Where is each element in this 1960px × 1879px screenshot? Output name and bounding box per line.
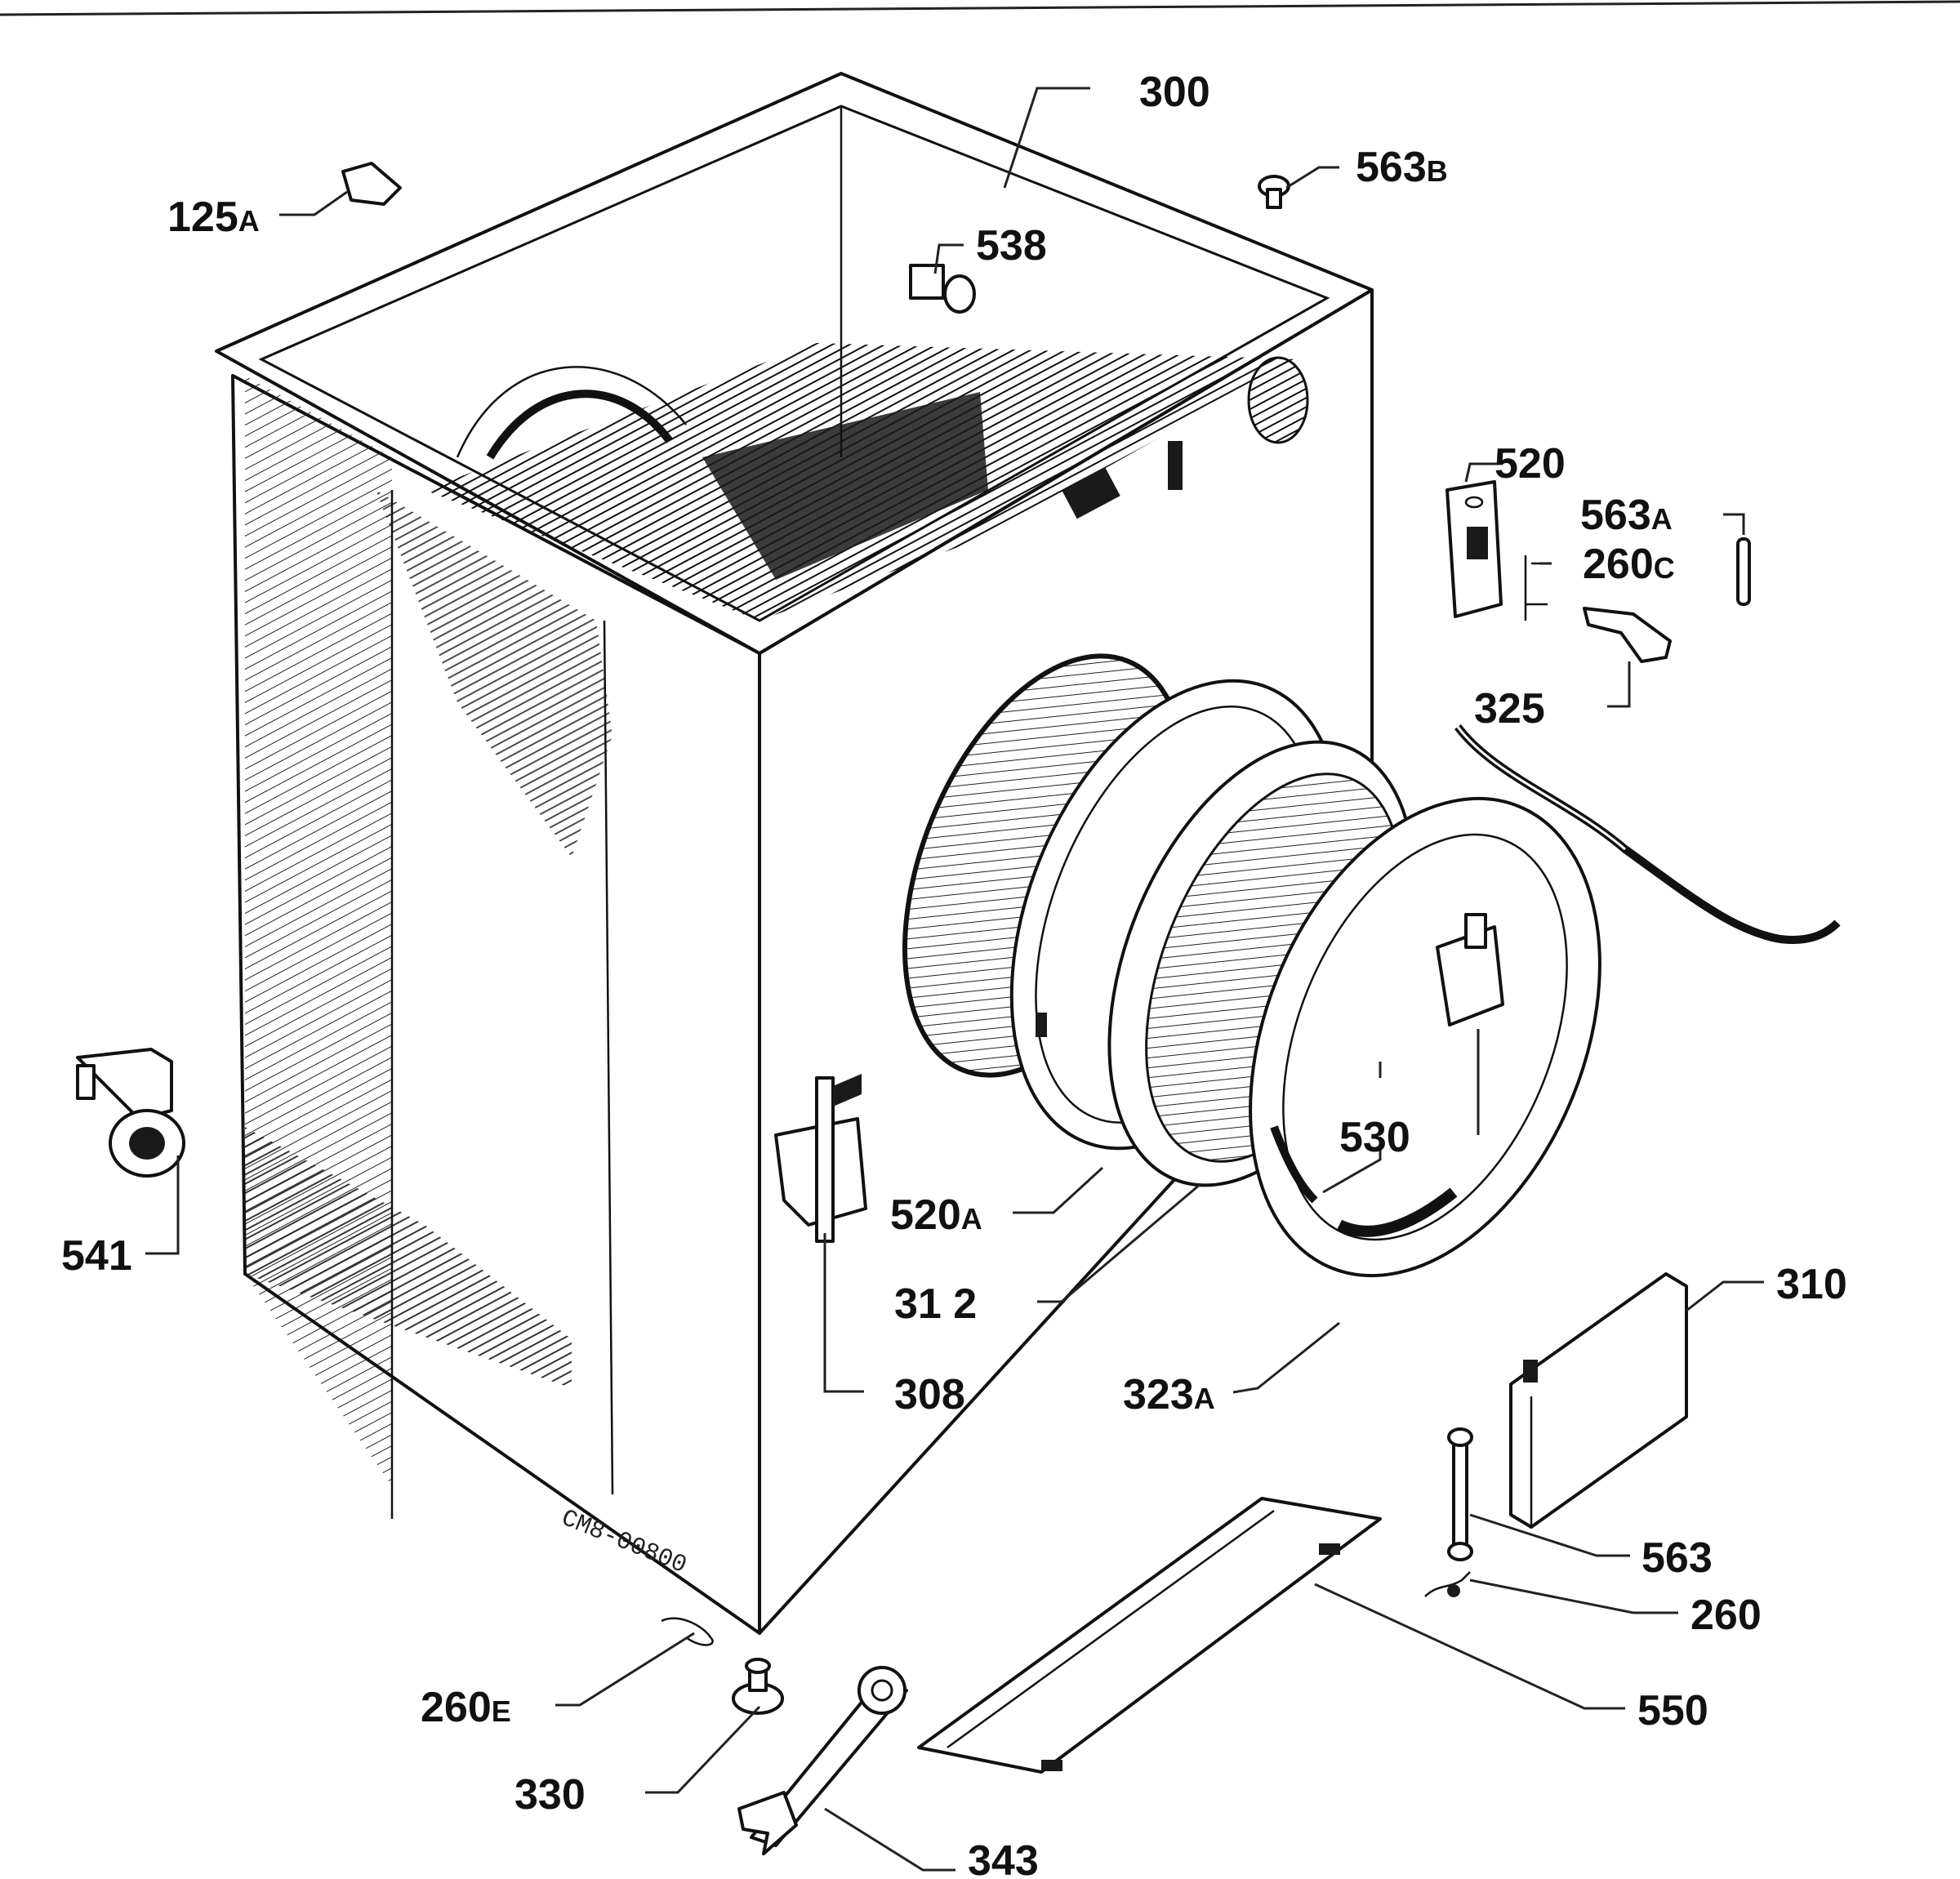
spanner-tool [737, 1666, 908, 1855]
plinth-bar [917, 1497, 1382, 1774]
hinge-pin [1447, 1427, 1473, 1561]
label-541: 541 [61, 1232, 132, 1280]
label-310: 310 [1776, 1261, 1847, 1308]
clip-260e [661, 1617, 714, 1646]
label-530: 530 [1339, 1114, 1410, 1161]
top-border-line [0, 0, 1960, 16]
label-308: 308 [894, 1371, 965, 1418]
catch-spring [1524, 555, 1552, 621]
inlet-valve [76, 1048, 185, 1178]
label-520a: 520A [890, 1191, 982, 1239]
label-563a: 563A [1580, 492, 1673, 539]
filter-cover [1509, 1272, 1688, 1529]
label-343: 343 [968, 1837, 1039, 1879]
grommet-538 [909, 264, 976, 314]
label-325: 325 [1474, 685, 1545, 732]
label-260e: 260E [421, 1684, 511, 1731]
catch-pin [1736, 537, 1751, 606]
label-550: 550 [1637, 1687, 1708, 1734]
label-260: 260 [1690, 1592, 1762, 1639]
screw-563b [1258, 175, 1290, 209]
label-312: 31 2 [894, 1280, 977, 1328]
label-125a: 125A [167, 194, 260, 241]
door-catch [1446, 480, 1503, 618]
door-frame [1249, 796, 1601, 1278]
label-520: 520 [1494, 440, 1566, 488]
label-563b: 563B [1356, 144, 1448, 191]
leader-lines [145, 87, 1764, 1872]
clip-125a [341, 162, 402, 206]
label-538: 538 [976, 222, 1047, 269]
door-lever [1583, 607, 1672, 663]
label-323a: 323A [1123, 1371, 1215, 1418]
hinge-spring [1424, 1571, 1471, 1597]
label-300: 300 [1139, 69, 1210, 116]
adjustable-foot [732, 1658, 784, 1715]
label-330: 330 [514, 1771, 586, 1819]
label-563: 563 [1642, 1534, 1713, 1582]
door-hinge [774, 1074, 867, 1243]
label-260c: 260C [1583, 541, 1675, 588]
